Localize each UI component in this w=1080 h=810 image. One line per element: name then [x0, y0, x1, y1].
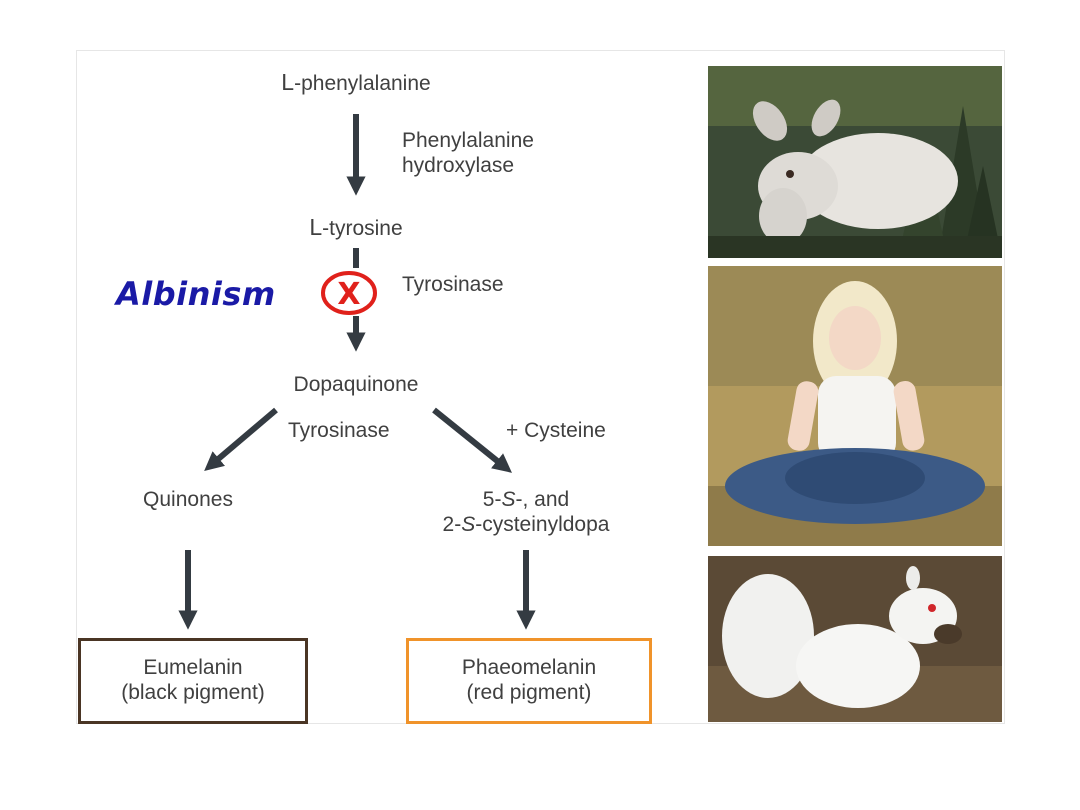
eumelanin-box: Eumelanin(black pigment) [78, 638, 308, 724]
block-symbol: X [337, 277, 360, 312]
phaeomelanin-box: Phaeomelanin(red pigment) [406, 638, 652, 724]
branch-tyrosinase-label: Tyrosinase [288, 419, 390, 442]
cysteinyldopa-label: 5-S-, and 2-S-cysteinyldopa [442, 488, 610, 536]
enzyme-tyrosinase: Tyrosinase [402, 273, 504, 296]
tyrosine-label: L-tyrosine [309, 214, 403, 241]
quinones-label: Quinones [143, 488, 233, 511]
albino-moose-photo [708, 66, 1002, 258]
block-x-icon: X [321, 271, 377, 315]
dopaquinone-label: Dopaquinone [293, 373, 419, 396]
albino-squirrel-photo [708, 556, 1002, 722]
cysteine-label: + Cysteine [506, 419, 606, 442]
phenylalanine-label: L-phenylalanine [281, 69, 431, 96]
albinism-label: Albinism [116, 275, 276, 313]
albino-woman-photo [708, 266, 1002, 546]
